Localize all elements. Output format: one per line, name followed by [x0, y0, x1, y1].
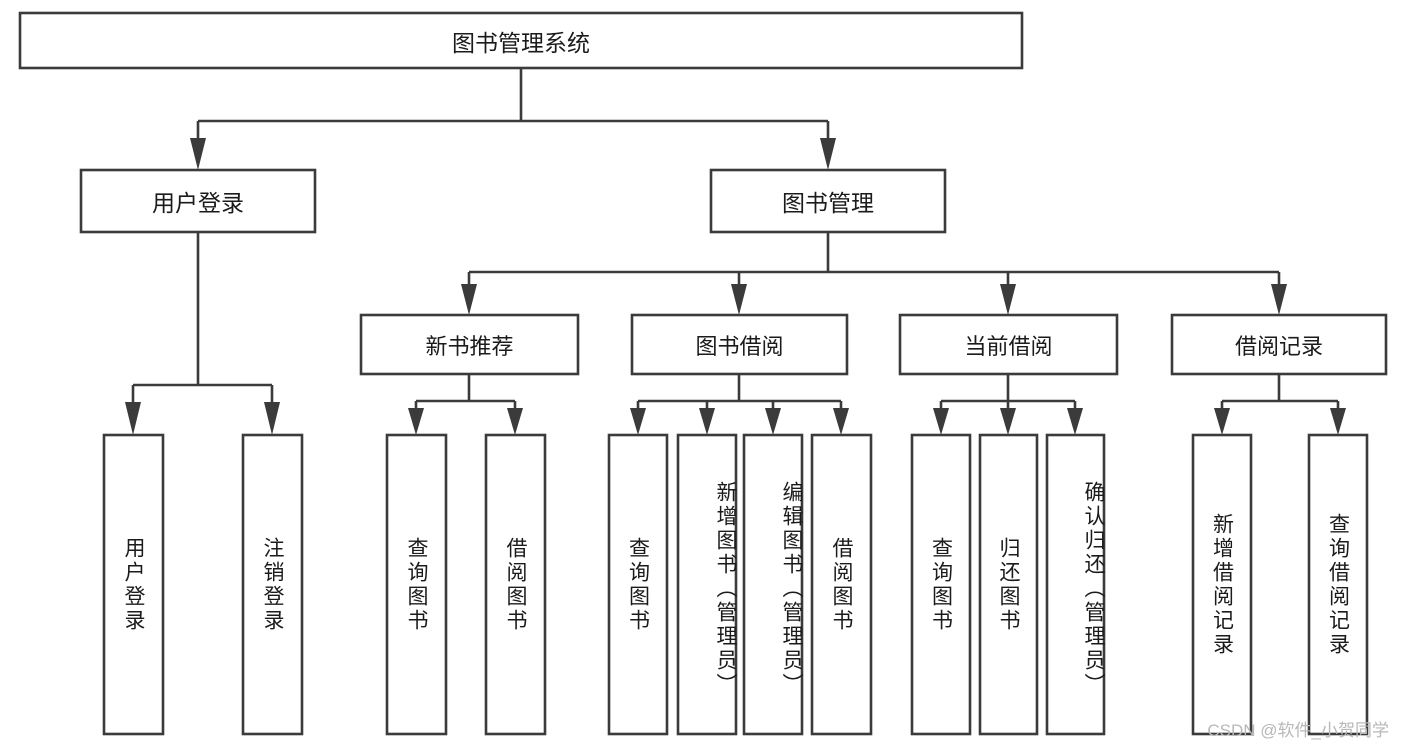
node-leaf-query-record[interactable]: [1307, 433, 1369, 736]
arrow-to-leaf-borrow-book-2: [833, 408, 849, 435]
node-book-manage[interactable]: [709, 168, 947, 234]
arrow-to-leaf-return-book: [1000, 408, 1016, 435]
arrow-to-book-manage: [820, 138, 836, 170]
node-new-book-recommend[interactable]: [359, 313, 580, 376]
connector-group-new-book-recommend: [408, 374, 523, 435]
node-current-borrow[interactable]: [898, 313, 1119, 376]
node-root[interactable]: [18, 11, 1024, 70]
node-leaf-borrow-book-2[interactable]: [810, 433, 873, 736]
node-leaf-query-book-3[interactable]: [910, 433, 972, 736]
node-leaf-query-book-2[interactable]: [607, 433, 669, 736]
node-book-borrow[interactable]: [630, 313, 849, 376]
node-leaf-add-record[interactable]: [1191, 433, 1253, 736]
arrow-to-current-borrow: [1000, 284, 1016, 315]
arrow-to-new-book-recommend: [461, 284, 477, 315]
arrow-to-leaf-user-login: [125, 402, 141, 435]
connector-group-current-borrow: [933, 374, 1083, 435]
connector-group-borrow-record: [1214, 374, 1346, 435]
arrow-to-leaf-query-book-2: [630, 408, 646, 435]
node-leaf-add-book[interactable]: [676, 433, 738, 736]
node-leaf-confirm-return[interactable]: [1045, 433, 1106, 736]
node-leaf-edit-book[interactable]: [742, 433, 804, 736]
arrow-to-leaf-confirm-return: [1067, 408, 1083, 435]
node-leaf-query-book-1[interactable]: [385, 433, 448, 736]
arrow-to-leaf-query-book-3: [933, 408, 949, 435]
node-leaf-borrow-book-1[interactable]: [484, 433, 547, 736]
arrow-to-leaf-edit-book: [765, 408, 781, 435]
node-leaf-logout-login[interactable]: [241, 433, 304, 736]
connector-group-book-manage: [461, 232, 1287, 315]
arrow-to-leaf-add-record: [1214, 408, 1230, 435]
connector-group-book-borrow: [630, 374, 849, 435]
arrow-to-user-login: [190, 138, 206, 170]
arrow-to-leaf-query-record: [1330, 408, 1346, 435]
connector-group-user-login: [125, 232, 280, 435]
node-leaf-return-book[interactable]: [978, 433, 1039, 736]
arrow-to-book-borrow: [731, 284, 747, 315]
arrow-to-leaf-logout-login: [264, 402, 280, 435]
arrow-to-leaf-borrow-book-1: [507, 408, 523, 435]
connector-group-root: [190, 68, 836, 170]
node-leaf-user-login[interactable]: [102, 433, 165, 736]
arrow-to-leaf-query-book-1: [408, 408, 424, 435]
arrow-to-leaf-add-book: [699, 408, 715, 435]
node-borrow-record[interactable]: [1170, 313, 1388, 376]
node-user-login[interactable]: [79, 168, 317, 234]
arrow-to-borrow-record: [1271, 284, 1287, 315]
